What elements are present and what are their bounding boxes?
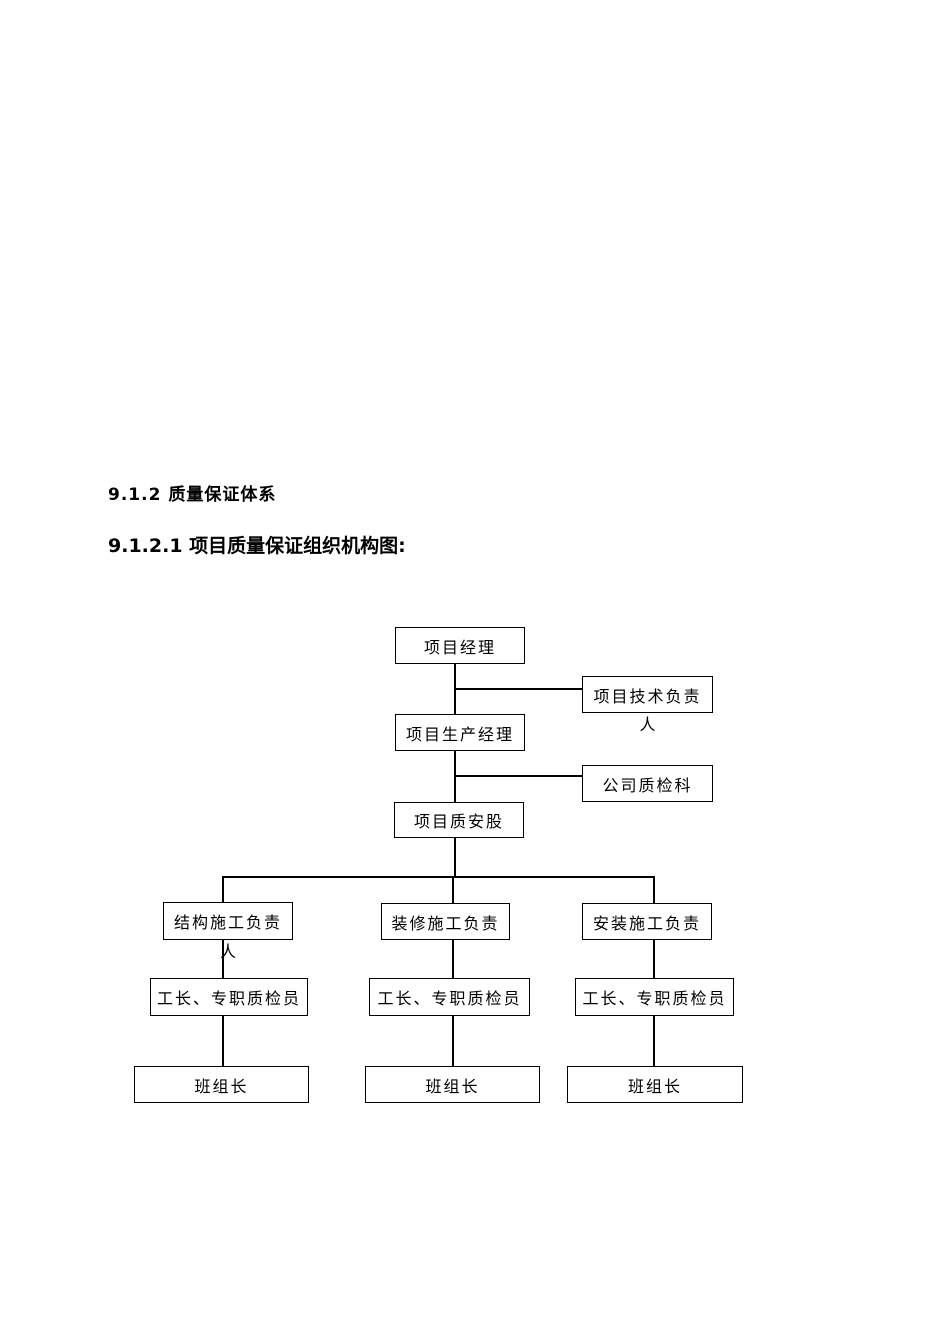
node-quality-safety-section: 项目质安股 [394,802,524,838]
node-project-manager: 项目经理 [395,627,525,664]
connector-drop-right [653,876,655,904]
connector-foreman3-to-team3 [653,1016,655,1066]
connector-struct-to-foreman [222,940,224,978]
connector-distribution-bar [222,876,655,878]
node-team-leader-3: 班组长 [567,1066,743,1103]
section-heading: 9.1.2 质量保证体系 [108,485,277,505]
connector-to-company-qc [454,775,582,777]
node-company-qc: 公司质检科 [582,765,713,802]
node-structure-lead: 结构施工负责 [163,902,293,940]
connector-to-tech-lead [454,688,582,690]
connector-drop-left [222,876,224,903]
node-foreman-inspector-3: 工长、专职质检员 [575,978,734,1016]
connector-install-to-foreman [653,940,655,978]
node-foreman-inspector-2: 工长、专职质检员 [369,978,530,1016]
node-team-leader-2: 班组长 [365,1066,540,1103]
connector-deco-to-foreman [452,940,454,978]
node-tech-lead-overflow-char: 人 [639,715,656,734]
connector-foreman1-to-team1 [222,1016,224,1066]
connector-drop-middle [452,876,454,904]
node-foreman-inspector-1: 工长、专职质检员 [150,978,308,1016]
connector-qa-down [454,838,456,877]
node-installation-lead: 安装施工负责 [582,903,712,940]
node-tech-lead: 项目技术负责 [582,676,713,713]
node-structure-lead-overflow-char: 人 [219,942,236,961]
connector-foreman2-to-team2 [452,1016,454,1066]
node-production-manager: 项目生产经理 [395,714,525,751]
node-decoration-lead: 装修施工负责 [381,903,510,940]
subsection-heading: 9.1.2.1 项目质量保证组织机构图: [108,535,406,557]
node-team-leader-1: 班组长 [134,1066,309,1103]
